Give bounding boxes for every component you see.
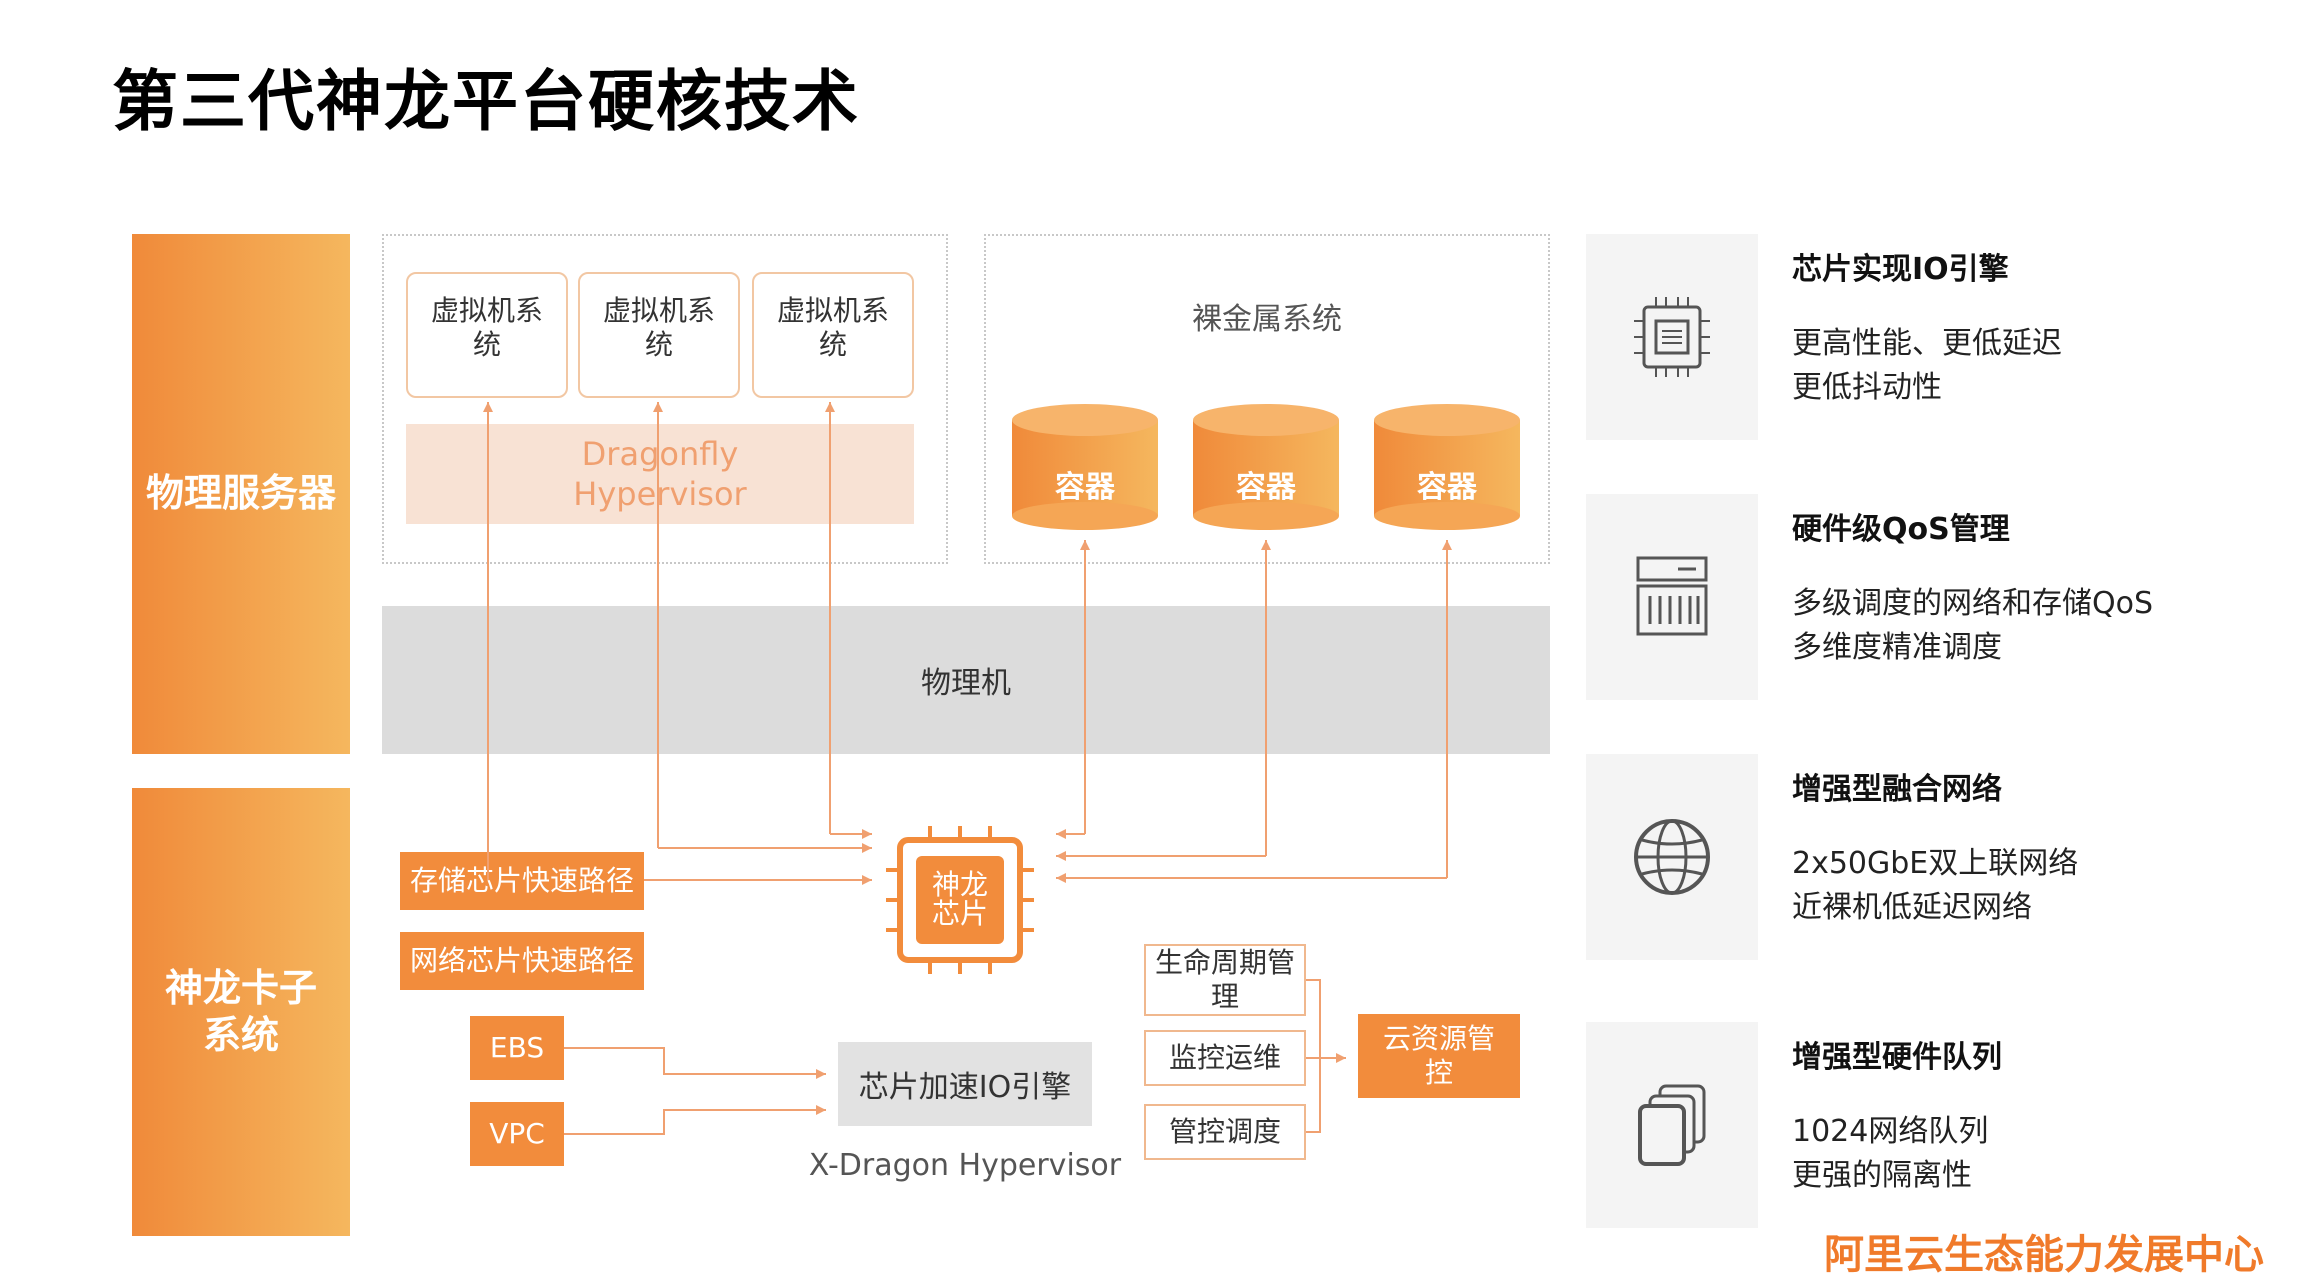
feature-tile-1 [1586, 234, 1758, 440]
stacked-copies-icon [1638, 1084, 1706, 1166]
x-dragon-hypervisor-label: X-Dragon Hypervisor [808, 1148, 1122, 1183]
feature-tile-3 [1586, 754, 1758, 960]
feature-line-3a: 2x50GbE双上联网络 [1792, 846, 2079, 881]
physical-machine-label: 物理机 [921, 666, 1011, 701]
lifecycle-box: 生命周期管 理 [1144, 944, 1306, 1016]
physical-machine-bar: 物理机 [382, 606, 1550, 754]
container-3 [1374, 404, 1520, 530]
chip-icon [1634, 297, 1710, 377]
feature-title-2: 硬件级QoS管理 [1792, 512, 2010, 547]
feature-text-1: 芯片实现IO引擎 更高性能、更低延迟 更低抖动性 [1792, 244, 2292, 406]
vm-box-1: 虚拟机系 统 [406, 272, 568, 398]
container-label-3: 容器 [1417, 470, 1477, 505]
globe-icon [1634, 819, 1710, 895]
shenlong-card-band: 神龙卡子 系统 [132, 788, 350, 1236]
container-1 [1012, 404, 1158, 530]
cloud-resource-box: 云资源管 控 [1358, 1014, 1520, 1098]
feature-line-2b: 多维度精准调度 [1792, 630, 2002, 665]
storage-fast-path: 存储芯片快速路径 [400, 852, 644, 910]
ebs-box: EBS [470, 1016, 564, 1080]
feature-tile-2 [1586, 494, 1758, 700]
page-title: 第三代神龙平台硬核技术 [112, 63, 860, 140]
feature-text-2: 硬件级QoS管理 多级调度的网络和存储QoS 多维度精准调度 [1792, 504, 2292, 666]
feature-line-1a: 更高性能、更低延迟 [1792, 326, 2062, 361]
feature-tile-4 [1586, 1022, 1758, 1228]
network-fast-path: 网络芯片快速路径 [400, 932, 644, 990]
feature-text-3: 增强型融合网络 2x50GbE双上联网络 近裸机低延迟网络 [1792, 764, 2292, 926]
shenlong-chip [886, 826, 1034, 974]
vm-box-2: 虚拟机系 统 [578, 272, 740, 398]
physical-server-band: 物理服务器 [132, 234, 350, 754]
feature-title-1: 芯片实现IO引擎 [1792, 252, 2009, 287]
vm-box-3: 虚拟机系 统 [752, 272, 914, 398]
monitor-box: 监控运维 [1144, 1030, 1306, 1086]
bare-metal-label: 裸金属系统 [1192, 302, 1342, 337]
vpc-box: VPC [470, 1102, 564, 1166]
feature-line-4a: 1024网络队列 [1792, 1114, 1989, 1149]
feature-title-3: 增强型融合网络 [1792, 772, 2002, 807]
physical-server-label: 物理服务器 [145, 471, 336, 516]
container-2 [1193, 404, 1339, 530]
io-engine-box: 芯片加速IO引擎 [838, 1042, 1092, 1126]
feature-text-4: 增强型硬件队列 1024网络队列 更强的隔离性 [1792, 1032, 2292, 1194]
feature-line-3b: 近裸机低延迟网络 [1792, 890, 2032, 925]
shenlong-card-label: 神龙卡子 系统 [164, 965, 317, 1058]
chip-label: 神龙 芯片 [931, 868, 988, 931]
feature-line-1b: 更低抖动性 [1792, 370, 1942, 405]
server-rack-icon [1636, 556, 1708, 636]
feature-title-4: 增强型硬件队列 [1792, 1040, 2002, 1075]
footer-brand: 阿里云生态能力发展中心 [1824, 1232, 2264, 1278]
feature-line-2a: 多级调度的网络和存储QoS [1792, 586, 2154, 621]
vm-group [382, 234, 948, 564]
container-label-1: 容器 [1055, 470, 1115, 505]
schedule-box: 管控调度 [1144, 1104, 1306, 1160]
feature-line-4b: 更强的隔离性 [1792, 1158, 1972, 1193]
container-label-2: 容器 [1236, 470, 1296, 505]
